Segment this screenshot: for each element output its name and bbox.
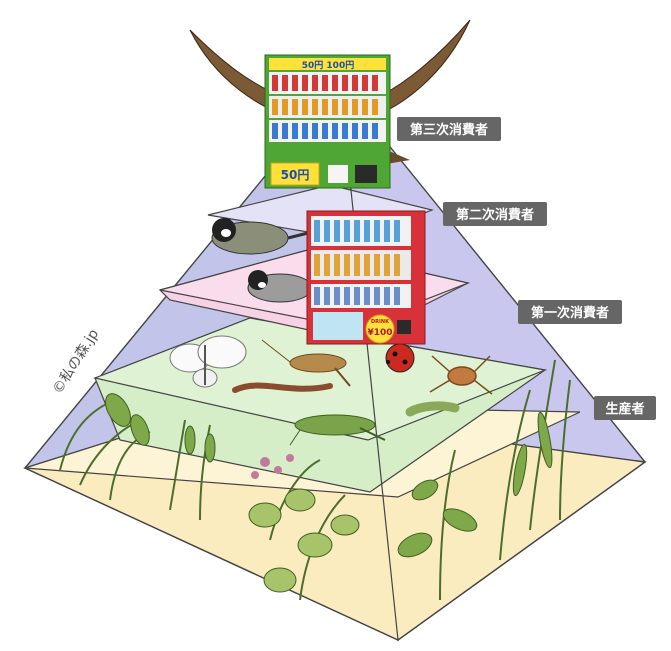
great-tit-bird-icon <box>211 218 313 255</box>
vm-green-price-sign: 50円 <box>281 168 310 182</box>
label-producer: 生産者 <box>594 396 656 420</box>
vm-green-banner-text: 50円 100円 <box>302 60 354 71</box>
butterfly-icon <box>169 335 247 388</box>
vm-red-price-sign: ¥100 <box>367 328 392 338</box>
sparrow-bird-icon <box>247 270 313 303</box>
producer-leaves <box>105 393 553 593</box>
vending-machine-green: 50円 100円 50円 <box>264 54 391 189</box>
label-secondary-consumer: 第二次消費者 <box>443 202 547 226</box>
grasshopper-icon <box>289 414 386 446</box>
label-primary-consumer-text: 第一次消費者 <box>531 305 609 321</box>
label-tertiary-consumer: 第三次消費者 <box>397 117 501 141</box>
producer-flowers <box>251 454 294 479</box>
caterpillar-icon <box>405 401 460 417</box>
earthworm-icon <box>232 382 333 393</box>
label-secondary-consumer-text: 第二次消費者 <box>456 207 534 223</box>
label-producer-text: 生産者 <box>605 401 644 417</box>
cricket-icon <box>261 339 351 387</box>
vending-machine-red: DRINK ¥100 <box>306 210 426 345</box>
spider-icon <box>429 355 493 395</box>
ladybug-icon <box>385 343 415 373</box>
label-primary-consumer: 第一次消費者 <box>518 300 622 324</box>
label-tertiary-consumer-text: 第三次消費者 <box>410 122 488 138</box>
vm-red-drink-label: DRINK <box>371 319 390 325</box>
